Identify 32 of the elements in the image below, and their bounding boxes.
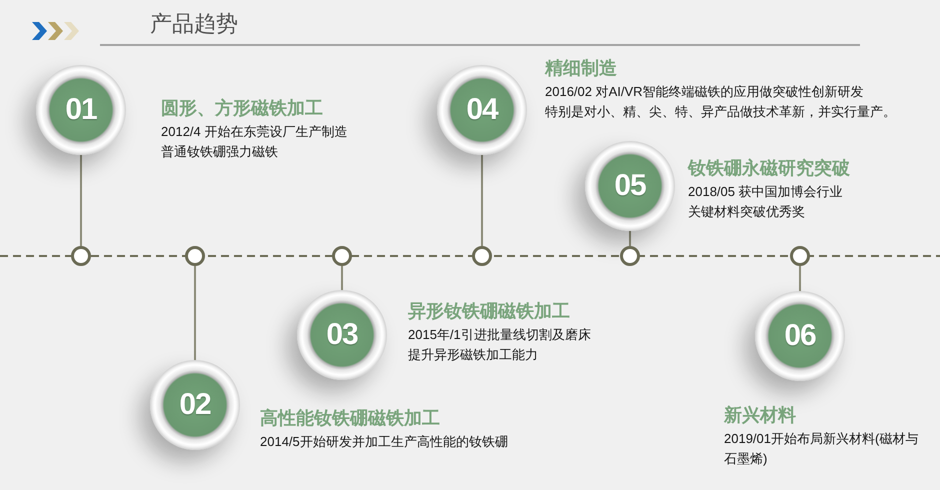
milestone-heading: 高性能钕铁硼磁铁加工 bbox=[260, 407, 441, 429]
connector-line bbox=[799, 266, 801, 291]
milestone-circle: 01 bbox=[36, 65, 126, 155]
milestone-circle: 03 bbox=[297, 290, 387, 380]
connector-line bbox=[341, 266, 343, 290]
timeline-dot bbox=[472, 246, 492, 266]
timeline-dot bbox=[332, 246, 352, 266]
milestone-description: 2019/01开始布局新兴材料(磁材与石墨烯) bbox=[724, 430, 920, 468]
milestone-heading: 圆形、方形磁铁加工 bbox=[161, 97, 324, 119]
milestone-description: 2018/05 获中国加博会行业关键材料突破优秀奖 bbox=[688, 183, 844, 221]
milestone-heading: 异形钕铁硼磁铁加工 bbox=[408, 300, 571, 322]
milestone-circle: 06 bbox=[755, 291, 845, 381]
milestone-description: 2014/5开始研发并加工生产高性能的钕铁硼 bbox=[260, 433, 509, 451]
milestone-heading: 新兴材料 bbox=[724, 404, 797, 426]
milestone-description: 特别是对小、精、尖、特、异产品做技术革新，并实行量产。 bbox=[545, 103, 897, 121]
timeline-dot bbox=[620, 246, 640, 266]
milestone-heading: 钕铁硼永磁研究突破 bbox=[688, 157, 850, 179]
timeline-dot bbox=[790, 246, 810, 266]
title: 产品趋势 bbox=[150, 10, 238, 38]
connector-line bbox=[629, 231, 631, 246]
milestone-circle: 05 bbox=[585, 141, 675, 231]
milestone-heading: 精细制造 bbox=[545, 57, 618, 79]
milestone-description: 2016/02 对AI/VR智能终端磁铁的应用做突破性创新研发 bbox=[545, 83, 865, 101]
milestone-description: 2015年/1引进批量线切割及磨床提升异形磁铁加工能力 bbox=[408, 326, 592, 364]
timeline-dot bbox=[71, 246, 91, 266]
milestone-description: 2012/4 开始在东莞设厂生产制造普通钕铁硼强力磁铁 bbox=[161, 123, 348, 161]
connector-line bbox=[194, 266, 196, 360]
milestone-circle: 04 bbox=[437, 65, 527, 155]
milestone-circle: 02 bbox=[150, 360, 240, 450]
timeline-dot bbox=[185, 246, 205, 266]
connector-line bbox=[481, 155, 483, 246]
connector-line bbox=[80, 155, 82, 246]
